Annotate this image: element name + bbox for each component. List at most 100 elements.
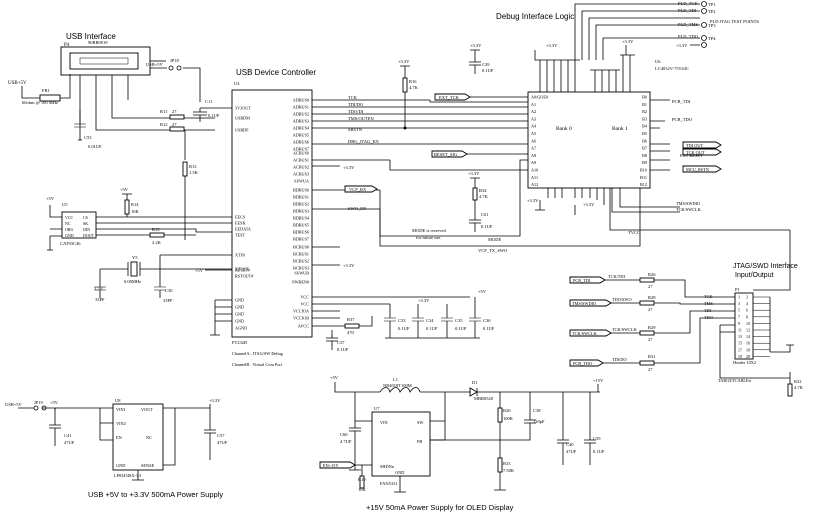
svg-text:L1: L1 bbox=[393, 377, 398, 382]
svg-text:27: 27 bbox=[648, 307, 653, 312]
svg-text:4.7K: 4.7K bbox=[479, 194, 489, 199]
pin-label: A3 bbox=[531, 116, 536, 121]
svg-text:VIN1: VIN1 bbox=[116, 407, 126, 412]
input-output-title: Input/Output bbox=[735, 272, 774, 279]
svg-text:C35: C35 bbox=[455, 318, 463, 323]
ic-u6-cpld bbox=[527, 91, 651, 189]
pin-label: B7 bbox=[642, 146, 647, 151]
pin-number: 16 bbox=[746, 341, 750, 346]
svg-text:R31: R31 bbox=[648, 354, 656, 359]
pin-number: 9 bbox=[738, 321, 740, 326]
pin-label: A11 bbox=[531, 175, 538, 180]
pin-number: 7 bbox=[738, 314, 740, 319]
svg-text:C58: C58 bbox=[95, 286, 103, 291]
pin-label: A12 bbox=[531, 182, 538, 187]
svg-text:TDO/SWO: TDO/SWO bbox=[612, 297, 632, 302]
svg-text:EN: EN bbox=[116, 435, 122, 440]
svg-text:6.00MHz: 6.00MHz bbox=[124, 279, 141, 284]
pin-number: 18 bbox=[746, 347, 750, 352]
pin-label: VCC bbox=[300, 295, 309, 300]
svg-text:Bank 1: Bank 1 bbox=[612, 126, 628, 132]
svg-text:RESET_SIG: RESET_SIG bbox=[434, 152, 458, 157]
svg-text:NC: NC bbox=[146, 435, 152, 440]
svg-text:ChannelA : JTAG/SW Debug: ChannelA : JTAG/SW Debug bbox=[232, 351, 284, 356]
svg-text:TCK OUT: TCK OUT bbox=[686, 150, 705, 155]
pin-label: RSTOUT# bbox=[235, 274, 254, 279]
svg-text:+5V: +5V bbox=[478, 289, 487, 294]
svg-text:+3.3V: +3.3V bbox=[622, 39, 634, 44]
svg-text:TCK/TDI: TCK/TDI bbox=[608, 274, 626, 279]
pin-label: USBDM bbox=[235, 116, 250, 121]
pin-number: 14 bbox=[746, 334, 750, 339]
svg-text:TCK/SWCLK: TCK/SWCLK bbox=[572, 331, 598, 336]
pin-label: B4 bbox=[642, 124, 648, 129]
svg-text:+3.3V: +3.3V bbox=[398, 59, 410, 64]
svg-text:VCC: VCC bbox=[65, 215, 74, 220]
svg-text:TDI/DO: TDI/DO bbox=[612, 357, 627, 362]
pin-label: A7 bbox=[531, 146, 536, 151]
ic-u5-eeprom bbox=[61, 211, 97, 239]
svg-text:Header 10X2: Header 10X2 bbox=[733, 360, 756, 365]
pin-label: BDBUS6 bbox=[293, 230, 309, 235]
pin-label: XTOUT bbox=[235, 267, 250, 272]
svg-text:R37: R37 bbox=[347, 317, 355, 322]
svg-text:TMS/SWDIO: TMS/SWDIO bbox=[676, 201, 700, 206]
pin-label: B9 bbox=[642, 160, 647, 165]
svg-text:EN+15V: EN+15V bbox=[323, 463, 339, 468]
svg-text:TMS/OUTEN: TMS/OUTEN bbox=[348, 116, 375, 121]
svg-text:+3.3V: +3.3V bbox=[343, 263, 355, 268]
svg-text:0.1UF: 0.1UF bbox=[426, 326, 438, 331]
svg-text:4.7K: 4.7K bbox=[794, 385, 804, 390]
svg-text:+5V: +5V bbox=[120, 187, 129, 192]
pin-number: 8 bbox=[746, 314, 748, 319]
svg-text:0.1UF: 0.1UF bbox=[481, 224, 493, 229]
svg-text:USB+5V: USB+5V bbox=[5, 402, 23, 407]
svg-text:MCU_RSTN: MCU_RSTN bbox=[686, 167, 709, 172]
svg-text:C40: C40 bbox=[566, 442, 574, 447]
svg-text:R11: R11 bbox=[160, 109, 167, 114]
pin-label: A6 bbox=[531, 138, 536, 143]
pin-number: 5 bbox=[738, 308, 740, 313]
usb-5v-label: USB+5V bbox=[8, 81, 27, 86]
usb-device-controller-title: USB Device Controller bbox=[236, 68, 316, 77]
pin-number: 12 bbox=[746, 328, 750, 333]
svg-text:27: 27 bbox=[172, 122, 177, 127]
pin-label: PWREN# bbox=[292, 280, 310, 285]
svg-text:U6: U6 bbox=[655, 59, 661, 64]
svg-text:FB: FB bbox=[417, 439, 422, 444]
pin-label: USBDP bbox=[235, 128, 249, 133]
svg-text:R19: R19 bbox=[358, 477, 366, 482]
svg-text:0.1UF: 0.1UF bbox=[482, 68, 494, 73]
pin-label: B10 bbox=[640, 168, 647, 173]
ferrite-bead-fb1 bbox=[39, 94, 61, 102]
svg-text:FAN5331: FAN5331 bbox=[380, 481, 398, 486]
svg-text:R34: R34 bbox=[479, 188, 487, 193]
svg-text:U8: U8 bbox=[115, 398, 121, 403]
svg-text:TDI/DO: TDI/DO bbox=[348, 102, 364, 107]
svg-text:+3.3V: +3.3V bbox=[468, 171, 480, 176]
svg-text:MODE: MODE bbox=[488, 237, 502, 242]
pin-label: BDBUS7 bbox=[293, 237, 309, 242]
svg-text:U7: U7 bbox=[374, 406, 380, 411]
svg-text:0.1UF: 0.1UF bbox=[593, 449, 605, 454]
pin-label: VCCIOB bbox=[293, 316, 309, 321]
svg-text:C41: C41 bbox=[64, 433, 72, 438]
svg-text:27: 27 bbox=[648, 367, 653, 372]
svg-text:ChannelB : Virtual Com Port: ChannelB : Virtual Com Port bbox=[232, 362, 283, 367]
svg-text:P4: P4 bbox=[64, 43, 70, 48]
pin-label: B1 bbox=[642, 102, 647, 107]
svg-text:R32: R32 bbox=[794, 379, 802, 384]
u4-left-pins: 3V3OUTUSBDMUSBDPEECSEESKEEDATATESTXTINXT… bbox=[235, 106, 254, 331]
pin-label: ACBUS2 bbox=[293, 165, 309, 170]
svg-text:470: 470 bbox=[347, 330, 355, 335]
svg-text:for future use.: for future use. bbox=[416, 235, 441, 240]
svg-text:4.7K: 4.7K bbox=[409, 85, 419, 90]
pin-number: 1 bbox=[738, 295, 740, 300]
svg-text:TP4: TP4 bbox=[708, 36, 716, 41]
pin-label: B8 bbox=[642, 153, 647, 158]
svg-text:LC4032V-75T44C: LC4032V-75T44C bbox=[655, 66, 689, 71]
svg-text:TCK: TCK bbox=[704, 294, 713, 299]
svg-text:SENSE: SENSE bbox=[141, 463, 155, 468]
